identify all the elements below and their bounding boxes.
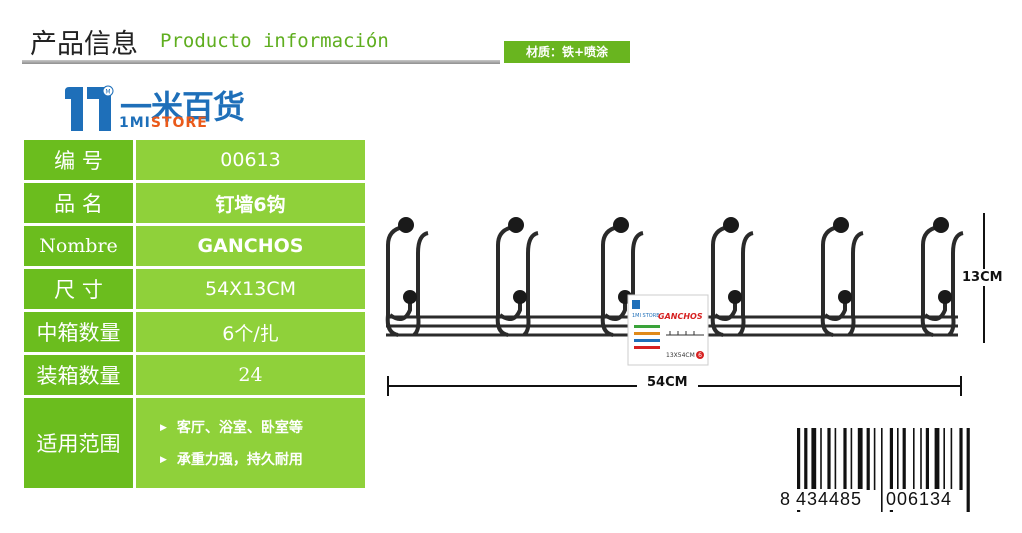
spec-label: 编 号 (24, 140, 136, 180)
barcode-bar (804, 428, 808, 490)
dimension-tick (387, 376, 389, 396)
spec-row-name: 品 名 钉墙6钩 (24, 183, 365, 223)
brand-name-en: 1MISTORE (119, 115, 208, 131)
barcode-bar (850, 428, 853, 490)
height-label: 13CM (962, 269, 1003, 286)
barcode-bar (925, 428, 929, 490)
barcode-bar (934, 428, 940, 490)
card-title: GANCHOS (658, 312, 703, 321)
spec-row-carton-qty: 装箱数量 24 (24, 355, 365, 395)
barcode-bar (902, 428, 906, 490)
spec-row-code: 编 号 00613 (24, 140, 365, 180)
dimension-tick (960, 376, 962, 396)
hook (920, 217, 964, 337)
barcode-bar (943, 428, 945, 490)
barcode-bar (966, 428, 970, 512)
spec-row-usage: 适用范围 客厅、浴室、卧室等 承重力强，持久耐用 (24, 398, 365, 488)
card-size: 13X54CM (666, 352, 695, 359)
spec-value: 54X13CM (136, 269, 365, 309)
spec-value: 24 (136, 355, 365, 395)
height-dimension: 13CM (962, 213, 1022, 343)
barcode-bar (843, 428, 847, 490)
spec-label: 尺 寸 (24, 269, 136, 309)
material-badge: 材质：铁+喷涂 (504, 41, 630, 63)
spec-table: 编 号 00613 品 名 钉墙6钩 Nombre GANCHOS 尺 寸 54… (24, 140, 365, 491)
barcode-bar (881, 428, 883, 512)
usage-item: 承重力强，持久耐用 (160, 449, 303, 469)
barcode-image (797, 428, 970, 512)
brand-logo-icon: M (65, 85, 114, 131)
spec-value: 钉墙6钩 (136, 183, 365, 223)
header-title-es: Producto información (160, 30, 389, 52)
barcode-bar (797, 428, 801, 512)
spec-label: 中箱数量 (24, 312, 136, 352)
barcode-bar (866, 428, 870, 490)
header-divider (22, 60, 500, 64)
barcode-bar (873, 428, 876, 490)
brand-name-en-main: 1MI (119, 115, 151, 131)
spec-label: 装箱数量 (24, 355, 136, 395)
card-count: 6 (698, 352, 702, 359)
card-brand: 1MI STORE (632, 313, 659, 319)
barcode-bar (889, 428, 893, 512)
hook (385, 217, 429, 337)
brand-name-en-tail: STORE (150, 115, 208, 131)
width-dimension: 54CM (387, 372, 962, 400)
spec-label: 适用范围 (24, 398, 136, 488)
hook (495, 217, 539, 337)
barcode-bar (834, 428, 837, 490)
brand-name-cn: 一米百货 (120, 88, 245, 126)
barcode-bar (811, 428, 817, 490)
barcode-right-group: 006134 (885, 489, 954, 510)
spec-row-inner-qty: 中箱数量 6个/扎 (24, 312, 365, 352)
barcode-bar (950, 428, 953, 490)
spec-value: 00613 (136, 140, 365, 180)
barcode-bar (920, 428, 922, 490)
barcode-bar (857, 428, 863, 490)
hook (710, 217, 754, 337)
logo-badge-text: M (105, 89, 110, 96)
barcode-bar (820, 428, 822, 490)
spec-value: 6个/扎 (136, 312, 365, 352)
usage-item: 客厅、浴室、卧室等 (160, 417, 303, 437)
spec-label: 品 名 (24, 183, 136, 223)
header-title-cn: 产品信息 (30, 29, 138, 60)
spec-row-nombre: Nombre GANCHOS (24, 226, 365, 266)
barcode-first-digit: 8 (779, 489, 792, 510)
barcode-bar (827, 428, 831, 490)
barcode-bar (897, 428, 899, 490)
hook (600, 217, 644, 337)
width-label: 54CM (637, 375, 698, 390)
barcode-bar (959, 428, 963, 490)
packaging-card: 1MI STORE GANCHOS 13X54CM 6 (627, 294, 709, 366)
wall-hook-rack-image: 1MI STORE GANCHOS 13X54CM 6 (385, 217, 964, 366)
usage-list: 客厅、浴室、卧室等 承重力强，持久耐用 (136, 398, 365, 488)
spec-row-size: 尺 寸 54X13CM (24, 269, 365, 309)
barcode-left-group: 434485 (795, 489, 864, 510)
spec-value: GANCHOS (136, 226, 365, 266)
hook (820, 217, 864, 337)
spec-label: Nombre (24, 226, 136, 266)
barcode-bar (913, 428, 915, 490)
